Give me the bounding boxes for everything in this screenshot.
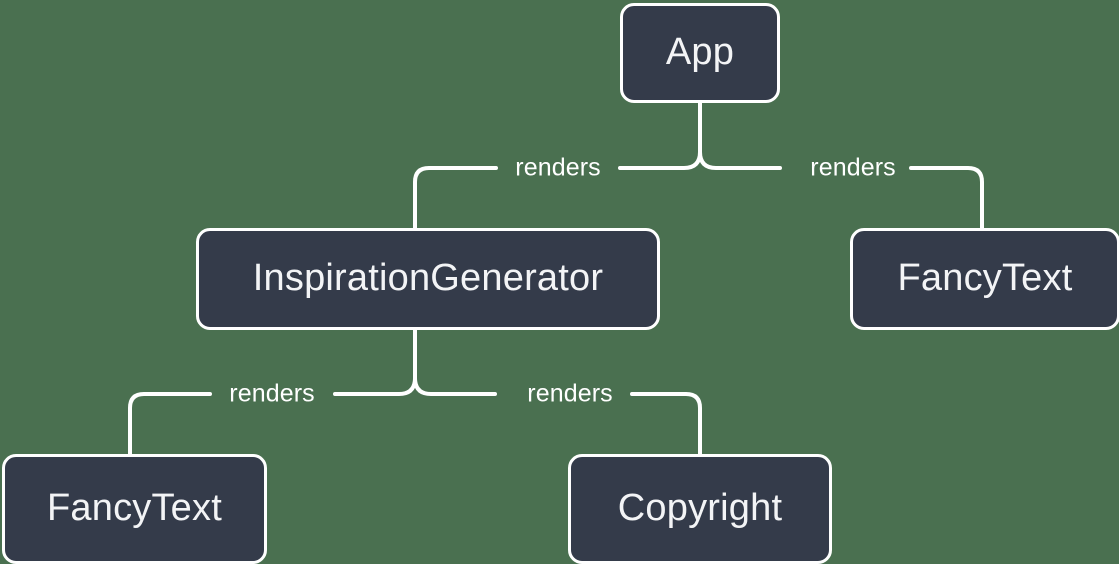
node-fancytext-bottom[interactable]: FancyText	[2, 454, 267, 564]
node-fancytext-right-label: FancyText	[897, 257, 1073, 299]
edge-inspiration-copyright	[630, 392, 702, 456]
node-copyright-label: Copyright	[617, 487, 783, 529]
edge-app-junction-right	[698, 150, 782, 170]
node-fancytext-bottom-label: FancyText	[47, 487, 222, 529]
edge-inspiration-junction-right	[413, 376, 497, 396]
node-copyright[interactable]: Copyright	[568, 454, 832, 564]
edge-label-app-inspiration: renders	[515, 153, 601, 182]
node-app[interactable]: App	[620, 3, 780, 103]
edge-label-inspiration-copyright: renders	[527, 379, 613, 408]
edge-label-app-fancytext: renders	[810, 153, 896, 182]
edge-app-junction-left	[618, 150, 702, 170]
edge-app-fancytext	[909, 166, 984, 230]
node-inspiration-generator[interactable]: InspirationGenerator	[196, 228, 660, 330]
node-app-label: App	[665, 31, 735, 73]
node-fancytext-right[interactable]: FancyText	[850, 228, 1119, 330]
edge-app-inspiration	[413, 166, 498, 230]
edge-label-inspiration-fancytext: renders	[229, 379, 315, 408]
edge-inspiration-fancytext	[128, 392, 212, 456]
node-inspiration-generator-label: InspirationGenerator	[252, 257, 604, 299]
edge-inspiration-junction-left	[333, 376, 417, 396]
